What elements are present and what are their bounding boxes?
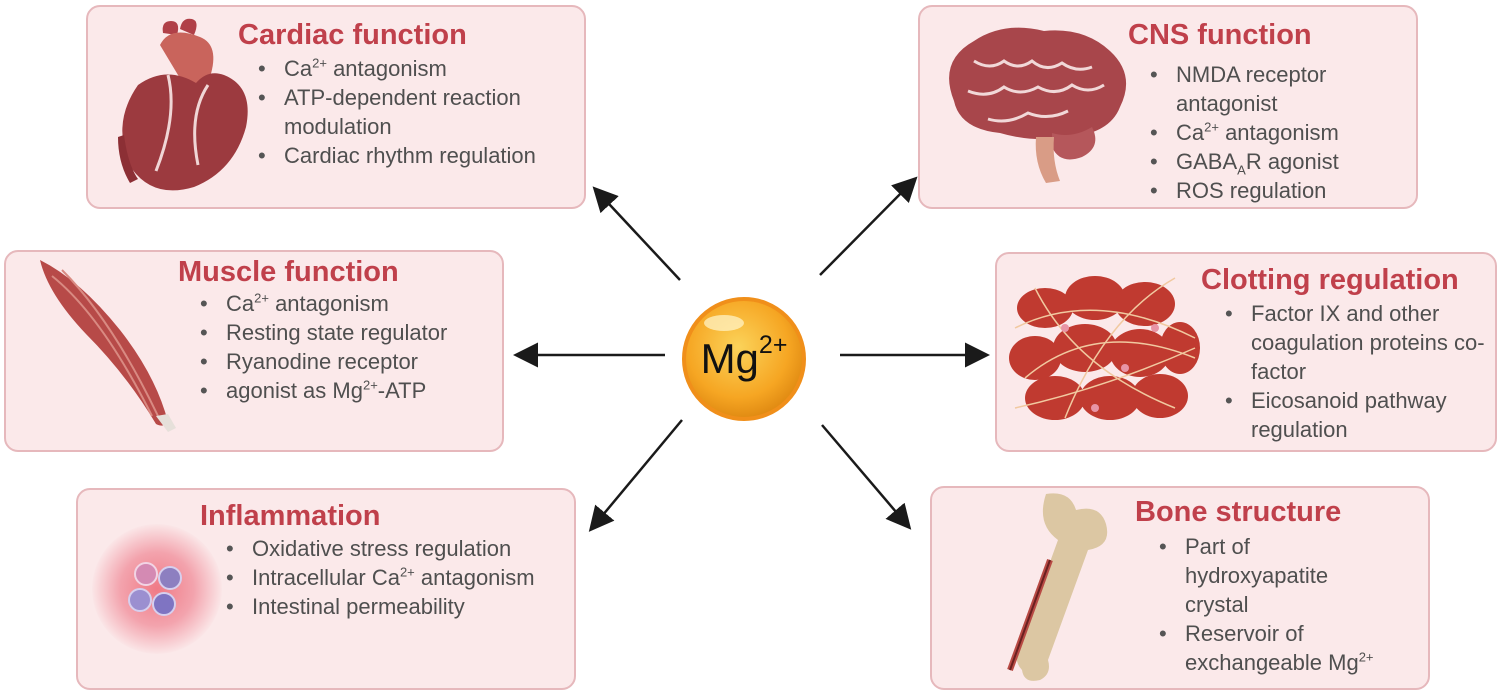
bone-icon	[1007, 493, 1108, 681]
arrow-to-bone	[821, 424, 912, 530]
muscle-icon	[40, 260, 176, 432]
list-item: ATP-dependent reaction modulation	[256, 83, 586, 141]
cardiac-list: Ca2+ antagonism ATP-dependent reaction m…	[256, 54, 586, 170]
inflammation-list: Oxidative stress regulation Intracellula…	[224, 534, 564, 621]
card-title: Muscle function	[178, 256, 399, 288]
card-title: Clotting regulation	[1201, 264, 1459, 296]
list-item: Intracellular Ca2+ antagonism	[224, 563, 564, 592]
list-item: Factor IX and other coagulation proteins…	[1223, 299, 1493, 386]
inflammation-card: Inflammation Oxidative stress regulation…	[76, 488, 576, 690]
magnesium-ion-icon	[682, 297, 806, 421]
cns-function-card: CNS function NMDA receptor antagonist Ca…	[918, 5, 1418, 209]
list-item: Eicosanoid pathway regulation	[1223, 386, 1493, 444]
list-item: Oxidative stress regulation	[224, 534, 564, 563]
list-item: Reservoir of exchangeable Mg2+	[1157, 619, 1427, 677]
muscle-function-card: Muscle function Ca2+ antagonism Resting …	[4, 250, 504, 452]
blood-clot-icon	[1009, 276, 1200, 420]
heart-icon	[118, 18, 248, 191]
list-item: GABAAR agonist	[1148, 147, 1363, 176]
card-title: Bone structure	[1135, 496, 1342, 528]
list-item: ROS regulation	[1148, 176, 1363, 205]
list-item: Part of hydroxyapatite crystal	[1157, 532, 1365, 619]
inflamed-cells-icon	[92, 524, 222, 654]
brain-icon	[949, 27, 1127, 183]
arrow-to-inflammation	[588, 419, 683, 532]
card-title: Inflammation	[200, 500, 381, 532]
card-title: CNS function	[1128, 19, 1312, 51]
cardiac-function-card: Cardiac function Ca2+ antagonism ATP-dep…	[86, 5, 586, 209]
list-item: NMDA receptor antagonist	[1148, 60, 1363, 118]
cns-list: NMDA receptor antagonist Ca2+ antagonism…	[1148, 60, 1363, 205]
list-item: agonist as Mg2+-ATP	[198, 376, 498, 405]
clotting-list: Factor IX and other coagulation proteins…	[1223, 299, 1493, 444]
list-item: Resting state regulator	[198, 318, 498, 347]
list-item: Cardiac rhythm regulation	[256, 141, 586, 170]
arrow-to-cardiac	[592, 186, 681, 281]
arrow-to-cns	[819, 176, 918, 276]
clotting-regulation-card: Clotting regulation Factor IX and other …	[995, 252, 1497, 452]
bone-list: Part of hydroxyapatite crystal Reservoir…	[1157, 532, 1427, 677]
list-item: Ca2+ antagonism	[256, 54, 586, 83]
list-item: Ca2+ antagonism	[1148, 118, 1363, 147]
list-item: Intestinal permeability	[224, 592, 564, 621]
bone-structure-card: Bone structure Part of hydroxyapatite cr…	[930, 486, 1430, 690]
list-item: Ca2+ antagonism	[198, 289, 498, 318]
card-title: Cardiac function	[238, 19, 467, 51]
list-item: Ryanodine receptor	[198, 347, 498, 376]
muscle-list: Ca2+ antagonism Resting state regulator …	[198, 289, 498, 405]
